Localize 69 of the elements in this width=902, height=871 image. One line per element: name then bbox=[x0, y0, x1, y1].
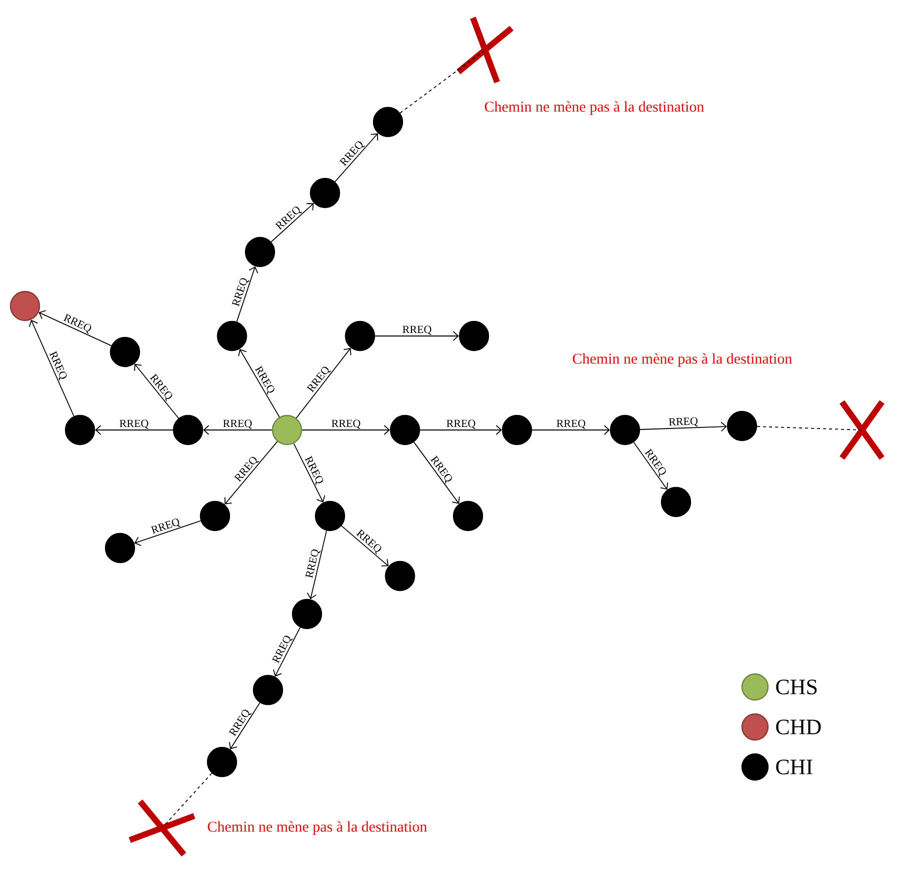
node-circle bbox=[10, 290, 40, 322]
arrow bbox=[302, 425, 390, 435]
node-circle bbox=[390, 414, 420, 446]
node-circle bbox=[64, 414, 96, 446]
node-circle bbox=[252, 674, 284, 706]
arrow bbox=[374, 331, 459, 341]
node-circle bbox=[372, 106, 404, 138]
arrow bbox=[640, 422, 727, 432]
cross-mark bbox=[839, 399, 885, 461]
arrow bbox=[224, 441, 278, 504]
arrow bbox=[38, 310, 112, 346]
node-circle bbox=[384, 560, 416, 592]
node-circle bbox=[110, 336, 140, 368]
edge-label: RREQ bbox=[556, 420, 586, 429]
node-circle bbox=[314, 500, 346, 532]
node-circle bbox=[200, 500, 230, 532]
arrow bbox=[413, 442, 460, 504]
node-circle bbox=[104, 532, 136, 564]
node-circle bbox=[310, 178, 340, 208]
edge-label: RREQ bbox=[402, 326, 432, 335]
node-circle bbox=[172, 414, 204, 446]
legend-label: CHI bbox=[776, 760, 812, 774]
edge-label: RREQ bbox=[668, 417, 698, 426]
legend-label: CHD bbox=[776, 720, 821, 734]
arrow bbox=[296, 348, 352, 419]
arrow bbox=[334, 133, 378, 182]
note-text: Chemin ne mène pas à la destination bbox=[484, 101, 704, 115]
edge-label: RREQ bbox=[446, 420, 476, 429]
node-circle bbox=[206, 746, 238, 778]
arrow bbox=[236, 266, 258, 322]
edge-label: RREQ bbox=[304, 456, 323, 486]
node-circle bbox=[344, 320, 376, 352]
edge-label: RREQ bbox=[332, 420, 360, 429]
edge-label: RREQ bbox=[305, 550, 320, 578]
cross-mark bbox=[455, 14, 515, 86]
node-circle bbox=[458, 320, 490, 352]
node-circle bbox=[660, 486, 692, 518]
node-circle bbox=[610, 414, 640, 446]
arrow bbox=[270, 203, 314, 242]
arrow bbox=[95, 425, 174, 435]
node-circle bbox=[216, 320, 248, 352]
arrow bbox=[420, 425, 502, 435]
edge-label: RREQ bbox=[49, 350, 67, 381]
arrow bbox=[228, 702, 260, 750]
arrow bbox=[532, 425, 610, 435]
arrow bbox=[134, 520, 202, 546]
node-circle bbox=[452, 500, 484, 532]
arrow bbox=[28, 320, 74, 417]
arrow bbox=[633, 442, 668, 490]
arrow bbox=[273, 627, 301, 677]
edge-label: RREQ bbox=[223, 420, 252, 429]
node-circle bbox=[244, 236, 276, 268]
node-circle bbox=[502, 414, 532, 446]
cross-mark bbox=[126, 798, 198, 858]
arrow bbox=[238, 349, 280, 418]
node-circle bbox=[726, 410, 758, 442]
edge-label: RREQ bbox=[150, 518, 181, 534]
arrow bbox=[293, 443, 326, 502]
arrow bbox=[134, 364, 179, 419]
note-text: Chemin ne mène pas à la destination bbox=[208, 821, 427, 835]
note-text: Chemin ne mène pas à la destination bbox=[572, 353, 792, 367]
edge-label: RREQ bbox=[120, 420, 148, 429]
arrow bbox=[203, 425, 272, 435]
legend-label: CHS bbox=[776, 680, 817, 694]
arrow bbox=[341, 525, 389, 566]
node-circle bbox=[292, 598, 322, 630]
node-circle bbox=[272, 414, 302, 446]
arrow bbox=[306, 530, 327, 600]
edge-label: RREQ bbox=[232, 278, 250, 307]
